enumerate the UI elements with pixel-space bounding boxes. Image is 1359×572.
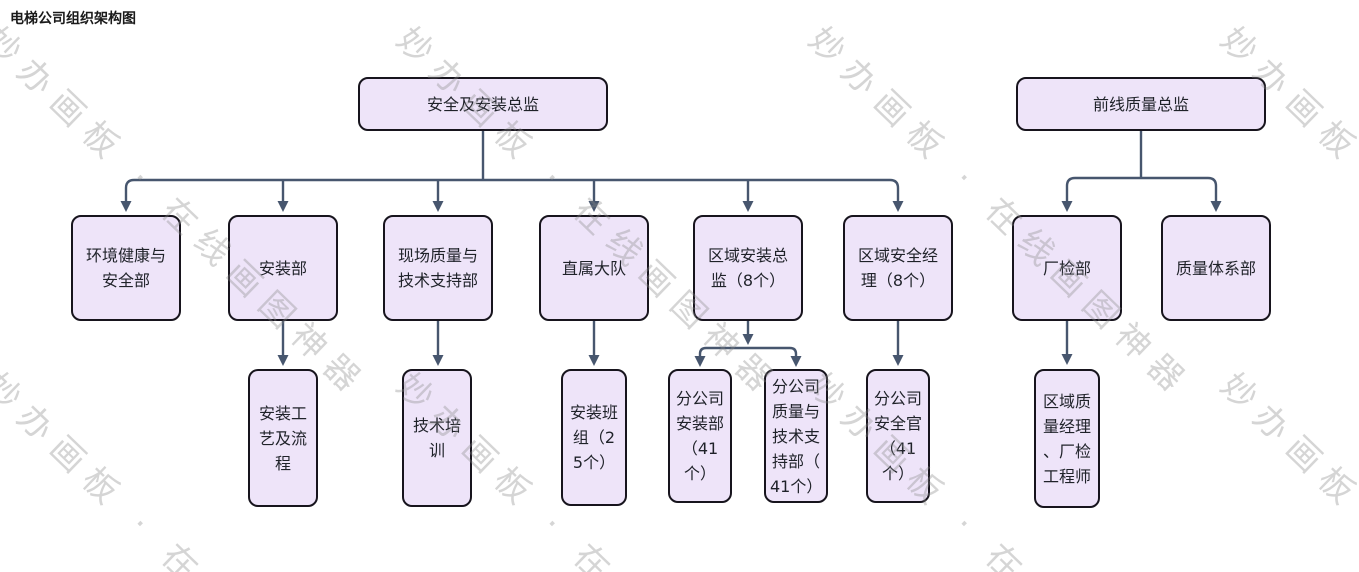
node-label: 分公司质量与技术支持部（41个） <box>770 376 823 496</box>
node-label: 现场质量与技术支持部 <box>397 246 478 290</box>
node-label: 安装工艺及流程 <box>258 403 307 473</box>
org-node-ehs-department[interactable]: 环境健康与安全部 <box>71 215 181 321</box>
node-label: 区域质量经理、厂检工程师 <box>1042 391 1091 486</box>
node-label: 质量体系部 <box>1175 258 1256 278</box>
org-node-direct-brigade[interactable]: 直属大队 <box>539 215 649 321</box>
org-node-branch-installation-department[interactable]: 分公司安装部（41个） <box>668 369 732 503</box>
org-node-quality-system-department[interactable]: 质量体系部 <box>1161 215 1271 321</box>
edge-root2-bus <box>1065 176 1218 187</box>
org-node-installation-teams[interactable]: 安装班组（25个） <box>561 369 627 506</box>
node-label: 分公司安全官（41个） <box>873 389 922 483</box>
node-label: 安装班组（25个） <box>569 403 618 472</box>
org-node-technical-training[interactable]: 技术培训 <box>402 369 472 507</box>
node-label: 区域安装总监（8个） <box>707 246 788 290</box>
org-node-installation-department[interactable]: 安装部 <box>228 215 338 321</box>
org-node-safety-installation-director[interactable]: 安全及安装总监 <box>358 77 608 131</box>
org-node-installation-process-flow[interactable]: 安装工艺及流程 <box>248 369 318 507</box>
node-label: 区域安全经理（8个） <box>857 246 938 290</box>
org-node-branch-safety-officers[interactable]: 分公司安全官（41个） <box>866 369 930 503</box>
org-node-regional-quality-managers-engineers[interactable]: 区域质量经理、厂检工程师 <box>1034 369 1100 508</box>
node-label: 技术培训 <box>412 416 461 460</box>
org-node-factory-inspection-department[interactable]: 厂检部 <box>1012 215 1122 321</box>
page-title: 电梯公司组织架构图 <box>10 11 136 27</box>
org-node-regional-safety-managers[interactable]: 区域安全经理（8个） <box>843 215 953 321</box>
org-node-frontline-quality-director[interactable]: 前线质量总监 <box>1016 77 1266 131</box>
node-label: 厂检部 <box>1042 258 1091 278</box>
org-node-branch-quality-tech-support[interactable]: 分公司质量与技术支持部（41个） <box>764 369 828 503</box>
node-label: 前线质量总监 <box>1092 94 1189 114</box>
node-label: 安装部 <box>258 258 307 278</box>
node-label: 环境健康与安全部 <box>85 246 166 290</box>
edge-regional-installation-bus <box>698 346 798 355</box>
org-node-site-quality-tech-support[interactable]: 现场质量与技术支持部 <box>383 215 493 321</box>
node-label: 安全及安装总监 <box>426 94 539 114</box>
org-node-regional-installation-directors[interactable]: 区域安装总监（8个） <box>693 215 803 321</box>
node-label: 直属大队 <box>561 258 626 278</box>
node-label: 分公司安装部（41个） <box>675 389 724 483</box>
edge-root1-bus <box>124 178 900 189</box>
